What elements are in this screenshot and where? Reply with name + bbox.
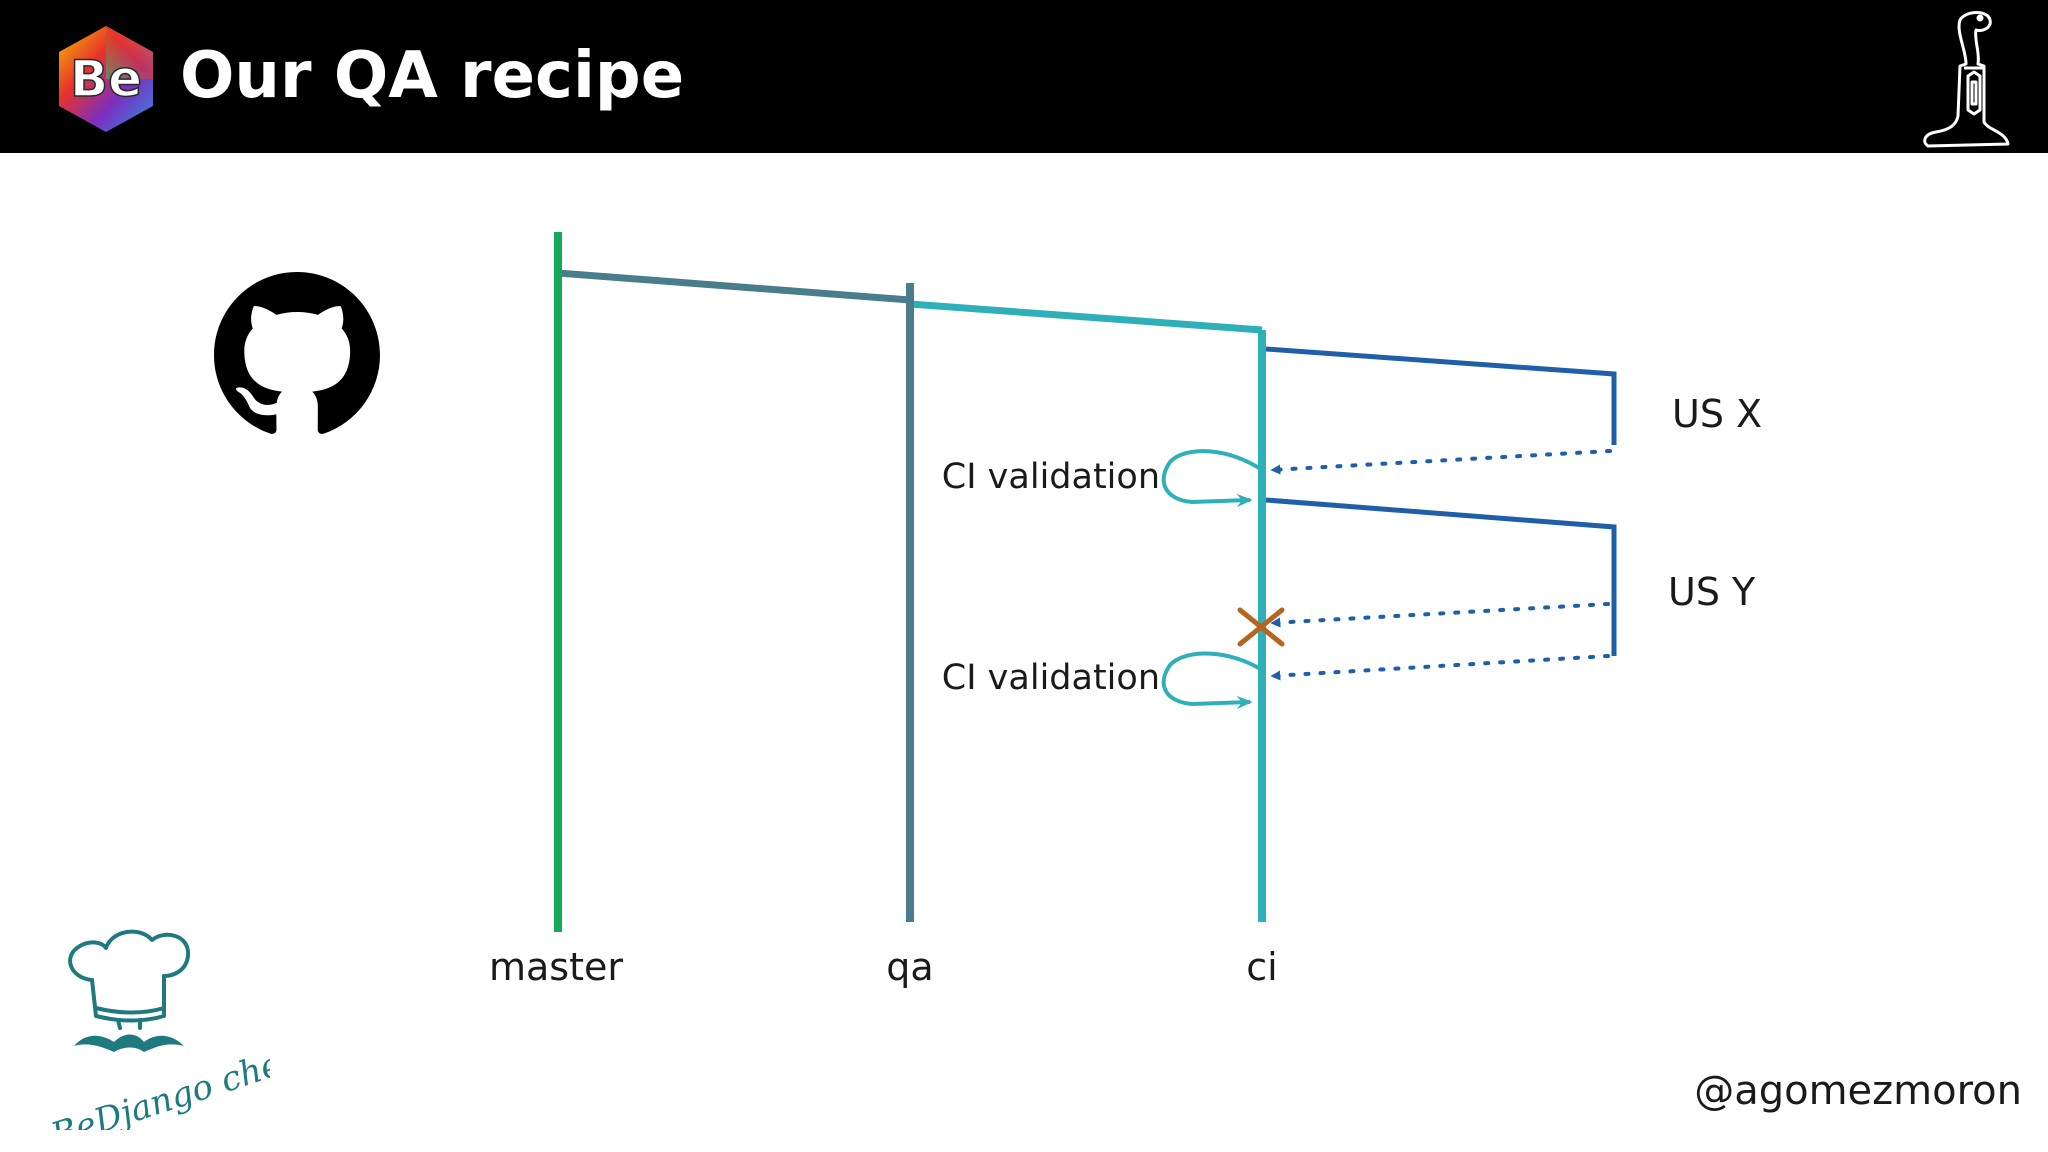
github-icon bbox=[214, 272, 380, 434]
qa-to-ci-line bbox=[909, 300, 1263, 334]
chef-logo-text: BeDjango chef bbox=[46, 1038, 270, 1130]
slide-header: Be Our QA recipe bbox=[0, 0, 2048, 153]
us-x-merge-arrow bbox=[1270, 449, 1612, 475]
us-x-branch-line bbox=[1265, 346, 1617, 445]
rejected-merge-x-icon bbox=[1237, 607, 1285, 647]
author-handle: @agomezmoron bbox=[1694, 1068, 2022, 1114]
git-branching-diagram: CI validation CI validation US X US Y ma… bbox=[489, 232, 1762, 989]
master-branch-label: master bbox=[489, 945, 623, 989]
qa-branch-label: qa bbox=[886, 945, 933, 989]
bedjango-chef-logo-icon: BeDjango chef bbox=[46, 929, 270, 1130]
ci-validation-loop-1 bbox=[1161, 449, 1264, 508]
ci-validation-label-2: CI validation bbox=[942, 658, 1160, 698]
us-y-merge-arrow bbox=[1270, 654, 1610, 681]
ci-validation-label-1: CI validation bbox=[942, 457, 1160, 497]
slide-title: Our QA recipe bbox=[180, 39, 685, 113]
us-y-label: US Y bbox=[1668, 570, 1756, 614]
master-to-qa-line bbox=[557, 269, 911, 304]
bedjango-hex-logo-icon: Be bbox=[59, 26, 153, 132]
us-y-rejected-merge-arrow bbox=[1270, 602, 1610, 628]
ci-branch-label: ci bbox=[1246, 945, 1277, 989]
snake-boot-icon bbox=[1923, 11, 2010, 148]
logo-text: Be bbox=[70, 50, 142, 108]
us-x-label: US X bbox=[1672, 392, 1762, 436]
us-y-branch-line bbox=[1265, 497, 1617, 656]
ci-validation-loop-2 bbox=[1161, 651, 1264, 710]
